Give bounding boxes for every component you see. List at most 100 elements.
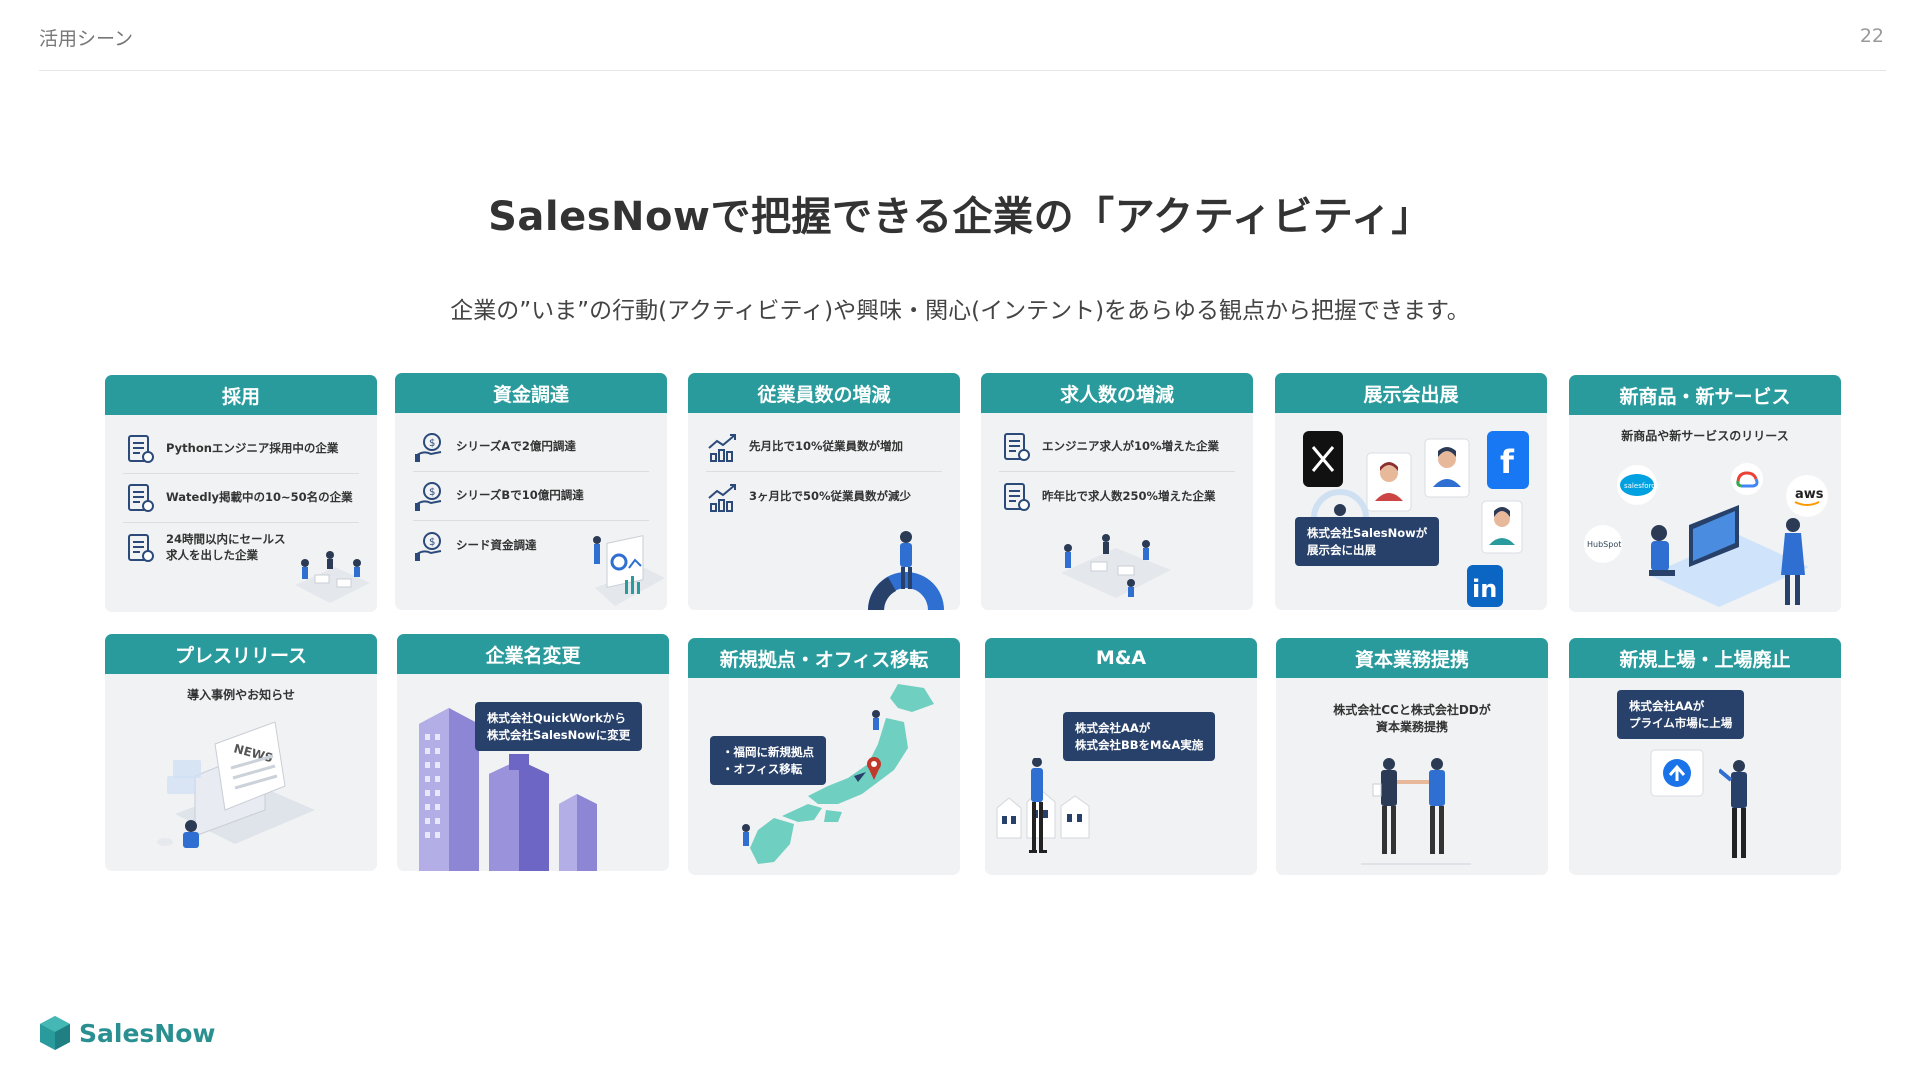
card-listing: 新規上場・上場廃止 株式会社AAがプライム市場に上場 bbox=[1569, 638, 1841, 875]
growth-chart-icon bbox=[708, 483, 736, 512]
list-item-text: 先月比で10%従業員数が増加 bbox=[749, 439, 904, 454]
list-item: $ シリーズAで2億円調達 bbox=[413, 423, 649, 472]
profile-card-icon bbox=[1424, 438, 1470, 498]
office-callout: ・福岡に新規拠点・オフィス移転 bbox=[710, 736, 826, 786]
list-item-text: エンジニア求人が10%増えた企業 bbox=[1042, 439, 1220, 454]
page-title: SalesNowで把握できる企業の「アクティビティ」 bbox=[488, 194, 1432, 240]
houses-person-illustration bbox=[996, 758, 1090, 853]
document-icon bbox=[128, 533, 154, 562]
press-caption: 導入事例やお知らせ bbox=[187, 688, 295, 702]
money-hand-icon: $ bbox=[415, 433, 442, 462]
card-jobs: 求人数の増減 エンジニア求人が10%増えた企業 昨年比で求人数250%増えた企業 bbox=[981, 373, 1253, 610]
svg-text:$: $ bbox=[429, 438, 435, 449]
list-item: $ シリーズBで10億円調達 bbox=[413, 472, 649, 521]
card-listing-body: 株式会社AAがプライム市場に上場 bbox=[1569, 678, 1841, 875]
aws-logo-icon: aws bbox=[1786, 475, 1828, 517]
linkedin-logo-icon: in bbox=[1467, 565, 1503, 607]
list-item-text: シリーズAで2億円調達 bbox=[456, 439, 576, 454]
upload-arrow-icon bbox=[1650, 749, 1704, 797]
logo-text: SalesNow bbox=[79, 1018, 216, 1048]
card-rename-title: 企業名変更 bbox=[397, 634, 669, 674]
list-item: Pythonエンジニア採用中の企業 bbox=[123, 425, 359, 474]
card-exhibition-body: f in 株式会社SalesNowが展示会に出展 bbox=[1275, 413, 1547, 610]
list-item-text: シリーズBで10億円調達 bbox=[456, 488, 584, 503]
card-exhibition-title: 展示会出展 bbox=[1275, 373, 1547, 413]
card-employees: 従業員数の増減 先月比で10%従業員数が増加 3ヶ月比で50%従業員数が減少 bbox=[688, 373, 960, 610]
card-press-title: プレスリリース bbox=[105, 634, 377, 674]
document-icon bbox=[1004, 482, 1030, 511]
products-caption: 新商品や新サービスのリリース bbox=[1621, 429, 1789, 443]
card-hiring-body: Pythonエンジニア採用中の企業 Watedly掲載中の10~50名の企業 2… bbox=[105, 415, 377, 612]
document-icon bbox=[1004, 433, 1030, 461]
exhibition-callout: 株式会社SalesNowが展示会に出展 bbox=[1295, 517, 1440, 567]
card-ma-body: 株式会社AAが株式会社BBをM&A実施 bbox=[985, 678, 1257, 875]
list-item-text: Pythonエンジニア採用中の企業 bbox=[166, 441, 339, 456]
card-products: 新商品・新サービス 新商品や新サービスのリリース salesforce aws … bbox=[1569, 375, 1841, 612]
card-hiring-title: 採用 bbox=[105, 375, 377, 415]
alliance-caption: 株式会社CCと株式会社DDが資本業務提携 bbox=[1333, 703, 1491, 735]
svg-text:in: in bbox=[1472, 575, 1497, 603]
money-hand-icon: $ bbox=[415, 482, 442, 511]
list-item: 24時間以内にセールス求人を出した企業 bbox=[123, 523, 359, 572]
person-illustration bbox=[1719, 760, 1747, 858]
card-employees-title: 従業員数の増減 bbox=[688, 373, 960, 413]
list-item-text: 昨年比で求人数250%増えた企業 bbox=[1042, 488, 1216, 503]
profile-card-icon bbox=[1366, 452, 1412, 512]
card-exhibition: 展示会出展 f in 株式会社SalesNowが展示会に出展 bbox=[1275, 373, 1547, 610]
card-jobs-title: 求人数の増減 bbox=[981, 373, 1253, 413]
card-jobs-body: エンジニア求人が10%増えた企業 昨年比で求人数250%増えた企業 bbox=[981, 413, 1253, 610]
ma-callout: 株式会社AAが株式会社BBをM&A実施 bbox=[1063, 712, 1216, 762]
card-employees-body: 先月比で10%従業員数が増加 3ヶ月比で50%従業員数が減少 bbox=[688, 413, 960, 610]
card-ma: M&A 株式会社AAが株式会社BBをM&A実施 bbox=[985, 638, 1257, 875]
card-rename-body: 株式会社QuickWorkから株式会社SalesNowに変更 bbox=[397, 674, 669, 871]
list-item-text: Watedly掲載中の10~50名の企業 bbox=[166, 490, 353, 505]
listing-callout: 株式会社AAがプライム市場に上場 bbox=[1617, 690, 1745, 740]
list-item-text: シード資金調達 bbox=[456, 537, 537, 552]
card-rename: 企業名変更 株式会社QuickWorkから株式会社SalesNowに変更 bbox=[397, 634, 669, 871]
list-item: エンジニア求人が10%増えた企業 bbox=[999, 423, 1235, 472]
svg-text:HubSpot: HubSpot bbox=[1587, 540, 1621, 549]
svg-text:salesforce: salesforce bbox=[1624, 482, 1659, 490]
facebook-logo-icon: f bbox=[1487, 431, 1529, 489]
news-laptop-illustration: NEWS bbox=[157, 721, 315, 848]
page-subtitle: 企業の”いま”の行動(アクティビティ)や興味・関心(インテント)をあらゆる観点か… bbox=[450, 298, 1470, 324]
card-alliance: 資本業務提携 株式会社CCと株式会社DDが資本業務提携 bbox=[1276, 638, 1548, 875]
card-office-body: ・福岡に新規拠点・オフィス移転 bbox=[688, 678, 960, 875]
list-item-text: 24時間以内にセールス求人を出した企業 bbox=[166, 531, 286, 562]
list-item: 3ヶ月比で50%従業員数が減少 bbox=[706, 472, 942, 521]
svg-text:f: f bbox=[1500, 443, 1515, 481]
google-cloud-logo-icon bbox=[1731, 463, 1763, 495]
handshake-illustration bbox=[1361, 758, 1471, 865]
team-meeting-illustration bbox=[295, 551, 370, 603]
svg-text:$: $ bbox=[429, 487, 435, 498]
card-funding: 資金調達 $ シリーズAで2億円調達 $ シリーズBで10億円調達 $ シード資… bbox=[395, 373, 667, 610]
card-office: 新規拠点・オフィス移転 ・福岡に新規拠点・オフィス移転 bbox=[688, 638, 960, 875]
salesnow-logo: SalesNow bbox=[38, 1015, 215, 1051]
list-item: Watedly掲載中の10~50名の企業 bbox=[123, 474, 359, 523]
card-funding-body: $ シリーズAで2億円調達 $ シリーズBで10億円調達 $ シード資金調達 bbox=[395, 413, 667, 610]
card-products-body: 新商品や新サービスのリリース salesforce aws HubSpot bbox=[1569, 415, 1841, 612]
section-label: 活用シーン bbox=[39, 28, 134, 50]
card-alliance-title: 資本業務提携 bbox=[1276, 638, 1548, 678]
card-products-title: 新商品・新サービス bbox=[1569, 375, 1841, 415]
profile-card-icon bbox=[1481, 500, 1523, 554]
rename-callout: 株式会社QuickWorkから株式会社SalesNowに変更 bbox=[475, 702, 643, 752]
list-item: 昨年比で求人数250%増えた企業 bbox=[999, 472, 1235, 521]
card-listing-title: 新規上場・上場廃止 bbox=[1569, 638, 1841, 678]
person-donut-illustration bbox=[868, 531, 944, 610]
header-divider bbox=[39, 70, 1886, 71]
japan-map-illustration bbox=[742, 684, 934, 864]
svg-text:aws: aws bbox=[1795, 487, 1824, 502]
document-icon bbox=[128, 484, 154, 512]
money-hand-icon: $ bbox=[415, 531, 442, 561]
card-press: プレスリリース 導入事例やお知らせ NEWS bbox=[105, 634, 377, 871]
growth-chart-icon bbox=[708, 434, 736, 462]
developer-desk-illustration bbox=[1649, 505, 1809, 607]
salesnow-logo-icon bbox=[40, 1016, 70, 1050]
svg-text:$: $ bbox=[429, 537, 435, 548]
card-ma-title: M&A bbox=[985, 638, 1257, 678]
chart-person-illustration bbox=[593, 535, 665, 606]
card-press-body: 導入事例やお知らせ NEWS bbox=[105, 674, 377, 871]
team-meeting-illustration bbox=[1061, 534, 1171, 598]
list-item-text: 3ヶ月比で50%従業員数が減少 bbox=[749, 488, 912, 503]
